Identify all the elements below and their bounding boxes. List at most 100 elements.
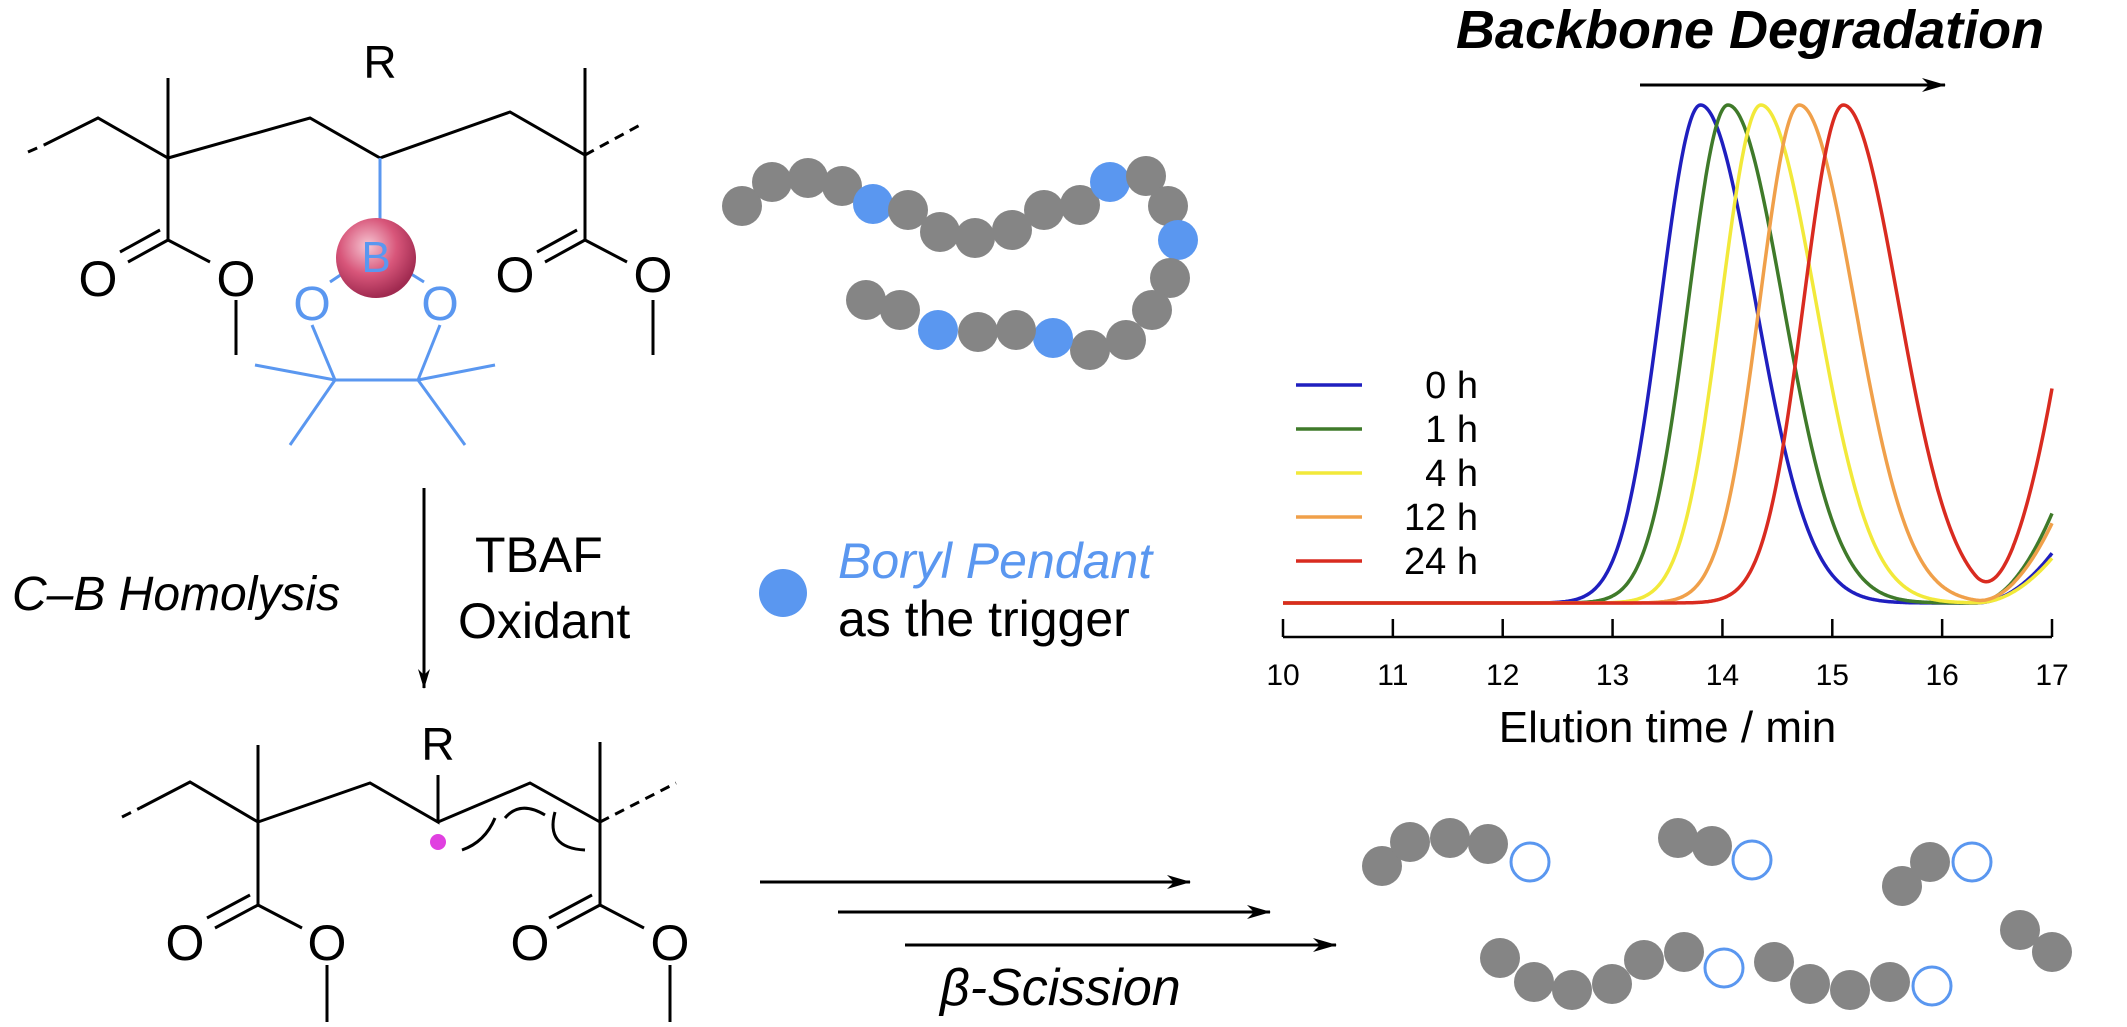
x-tick-label: 10 xyxy=(1266,659,1299,692)
gpc-curves xyxy=(1283,103,2054,605)
chain-end-dash-right xyxy=(584,123,641,157)
radical-chain-dash-left xyxy=(121,806,141,819)
legend-label: 1 h xyxy=(1425,409,1478,451)
legend-label: 24 h xyxy=(1404,541,1478,583)
fragment-5 xyxy=(1480,932,1745,1010)
bead xyxy=(958,312,998,352)
ester-left-o-bond xyxy=(167,238,211,264)
radical-carbonyl-o-right: O xyxy=(511,915,550,971)
degraded-fragments xyxy=(1362,818,2072,1010)
bead xyxy=(788,158,828,198)
fragment-4 xyxy=(2000,910,2072,972)
boronate-o-left: O xyxy=(293,278,330,331)
bead xyxy=(822,166,862,206)
boron-label: B xyxy=(361,233,390,282)
boryl-bead xyxy=(918,310,958,350)
boronate-o-right: O xyxy=(421,278,458,331)
r-group-label-bottom: R xyxy=(421,718,454,770)
fragment-3 xyxy=(1882,841,1993,906)
chart-title: Backbone Degradation xyxy=(1456,0,2044,60)
ester-left-carbonyl-2 xyxy=(119,228,161,254)
bead xyxy=(722,186,762,226)
legend-label: 0 h xyxy=(1425,365,1478,407)
bead xyxy=(1150,258,1190,298)
radical-backbone-right xyxy=(437,742,602,825)
pinacol-methyl-4 xyxy=(416,379,467,446)
ester-right-carbonyl-2 xyxy=(536,228,578,254)
x-tick-label: 14 xyxy=(1706,659,1739,692)
x-tick-label: 12 xyxy=(1486,659,1519,692)
fragment-1 xyxy=(1362,818,1551,886)
radical-backbone-left xyxy=(139,745,260,825)
fragment-6 xyxy=(1754,942,1953,1010)
beta-scission-label: β-Scission xyxy=(938,959,1181,1017)
bead xyxy=(846,280,886,320)
radical-ester-left-carbonyl-2 xyxy=(206,893,251,920)
bead xyxy=(1126,156,1166,196)
boryl-pendant-label: Boryl Pendant xyxy=(838,533,1154,589)
radical-ester-left-o-bond xyxy=(257,903,303,930)
x-tick-label: 11 xyxy=(1377,659,1408,692)
radical-dot xyxy=(430,834,446,850)
chain-end-dash-left xyxy=(27,143,45,154)
radical-chain-dash-right xyxy=(599,781,677,824)
backbone-segment-left xyxy=(43,78,170,161)
series-line-4h xyxy=(1283,103,2054,605)
x-tick-label: 16 xyxy=(1925,659,1958,692)
bead xyxy=(1070,330,1110,370)
bead xyxy=(992,210,1032,250)
o-c-bond-left xyxy=(310,324,337,381)
ester-right-carbonyl-1 xyxy=(544,238,586,264)
boryl-bead xyxy=(1033,318,1073,358)
backbone-segment-middle xyxy=(167,116,382,243)
x-axis-label: Elution time / min xyxy=(1499,703,1836,752)
x-tick-label: 13 xyxy=(1596,659,1629,692)
bead xyxy=(888,190,928,230)
series-line-24h xyxy=(1283,103,2054,605)
series-line-12h xyxy=(1283,103,2054,605)
ester-left-carbonyl-1 xyxy=(127,238,169,264)
series-line-0h xyxy=(1283,103,2054,605)
ether-o-right: O xyxy=(634,247,673,303)
pinacol-methyl-1 xyxy=(254,363,336,382)
tbaf-label: TBAF xyxy=(475,527,603,583)
bead xyxy=(920,212,960,252)
series-line-1h xyxy=(1283,103,2054,605)
bead xyxy=(1106,320,1146,360)
boron-sphere xyxy=(336,218,416,298)
bead xyxy=(1132,290,1172,330)
radical-polymer-structure xyxy=(121,742,677,1022)
x-tick-label: 15 xyxy=(1816,659,1849,692)
bead xyxy=(1024,190,1064,230)
radical-ester-left-carbonyl-1 xyxy=(214,903,259,930)
ester-right-o-bond xyxy=(584,238,628,264)
bead xyxy=(752,162,792,202)
trigger-label: as the trigger xyxy=(838,591,1130,647)
carbonyl-o-left: O xyxy=(79,251,118,307)
chart-legend: 0 h1 h4 h12 h24 h xyxy=(1296,365,1478,583)
backbone-segment-right xyxy=(379,68,587,160)
boryl-legend-dot xyxy=(759,569,807,617)
fishhook-arrow-1 xyxy=(461,817,497,852)
carbonyl-o-right: O xyxy=(496,247,535,303)
bead xyxy=(1060,185,1100,225)
pinacol-methyl-3 xyxy=(417,363,496,382)
fishhook-arrow-2 xyxy=(503,806,546,820)
homolysis-label: C–B Homolysis xyxy=(12,568,340,621)
bead xyxy=(955,218,995,258)
oxidant-label: Oxidant xyxy=(458,593,630,649)
legend-label: 4 h xyxy=(1425,453,1478,495)
boryl-polymer-structure xyxy=(27,68,655,355)
fragment-2 xyxy=(1658,818,1773,881)
o-c-bond-right xyxy=(416,324,442,381)
radical-ester-right-carbonyl-1 xyxy=(556,903,601,930)
bead xyxy=(1148,186,1188,226)
bead xyxy=(880,290,920,330)
r-group-label-top: R xyxy=(363,36,396,88)
boryl-bead xyxy=(1158,220,1198,260)
radical-ether-o-right: O xyxy=(651,915,690,971)
radical-ester-right-o-bond xyxy=(599,903,645,930)
